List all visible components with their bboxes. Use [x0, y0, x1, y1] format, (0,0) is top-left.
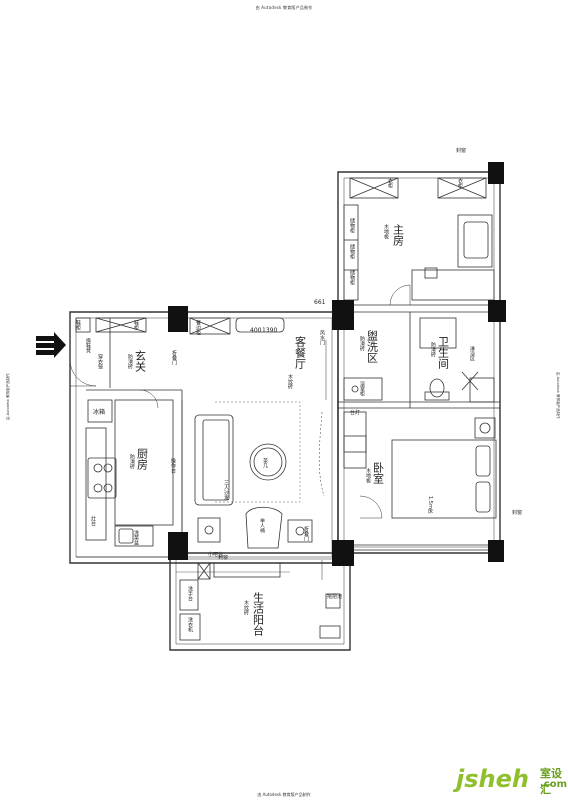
wardrobe-label-2: 衣柜 — [457, 177, 463, 189]
shoe-cabinet-label: 鞋柜 — [75, 319, 81, 331]
entrance-floor: 防滑砖 — [127, 353, 133, 370]
washer-label: 洗衣机 — [187, 616, 193, 633]
entry-arrow-icon — [36, 332, 66, 358]
dimension-1390: 1390 — [262, 327, 277, 334]
storage-label-1: 储物柜 — [349, 217, 355, 234]
desk-lamp-label: 台灯 — [350, 409, 360, 416]
living-dining-name: 客餐厅 — [294, 335, 307, 369]
watermark-brand: jsheh — [456, 765, 529, 793]
mop-basin-label: 拖把池 — [327, 593, 342, 600]
bed-label: 1.5m床 — [427, 496, 433, 515]
window-seal-label-3: 封窗 — [218, 554, 228, 561]
counter-label: 操作台 — [170, 457, 176, 474]
bathroom-floor: 防滑砖 — [430, 341, 436, 358]
dining-cabinet-label: 餐边柜 — [195, 319, 201, 336]
wall-balcony — [169, 552, 351, 651]
small-cabinet-label: 小吧台 — [208, 551, 223, 558]
balcony-name: 生活阳台 — [252, 591, 265, 636]
wash-basin-label: 洗菜盆 — [133, 529, 139, 545]
vanity-label: 浴室柜 — [359, 380, 365, 397]
kitchen-floor: 防滑砖 — [129, 453, 135, 470]
bedroom-name: 卧室 — [372, 462, 385, 484]
watermark-domain: .com — [540, 779, 568, 790]
shoe-cabinet-label-2: 鞋柜 — [133, 319, 139, 331]
storage-label-3: 储物柜 — [349, 269, 355, 286]
master-bedroom-floor: 木地板 — [383, 223, 389, 240]
wind-door-label: 风水门 — [319, 330, 325, 346]
shoe-rack-label: 换鞋凳 — [85, 337, 91, 354]
wash-area-floor: 防滑砖 — [359, 335, 365, 352]
header-note: 由 Autodesk 教育版产品制作 — [255, 5, 313, 10]
folding-door-label: 折叠门 — [171, 349, 177, 366]
site-watermark: jsheh 室设汇 .com — [456, 765, 568, 796]
stove-label: 灶台 — [90, 515, 96, 527]
fridge-label: 冰箱 — [93, 408, 105, 416]
dimension-661: 661 — [314, 299, 326, 306]
columns — [168, 162, 506, 566]
entrance-name: 玄关 — [134, 349, 147, 373]
coffee-table-label: 茶几 — [262, 457, 268, 469]
watermark-cn: 室设汇 — [540, 767, 562, 796]
bathroom-name: 卫生间 — [437, 336, 450, 370]
balcony-floor: 木纹砖 — [243, 599, 249, 616]
single-chair-label: 单人椅 — [259, 517, 265, 534]
storage-label-2: 储物柜 — [349, 243, 355, 260]
wardrobe-label-1: 衣柜 — [387, 177, 393, 189]
kitchen-name: 厨房 — [136, 448, 149, 471]
dimension-400: 400 — [250, 327, 262, 334]
folding-door-label-2: 折叠门 — [303, 525, 309, 542]
wash-basin-label-2: 洗手台 — [187, 585, 193, 602]
shower-label: 淋浴区 — [469, 345, 475, 361]
wash-area-name: 盥洗区 — [366, 330, 379, 363]
footer-note: 由 Autodesk 教育版产品制作 — [257, 792, 311, 797]
bedroom-floor: 木地板 — [365, 467, 371, 484]
wear-mirror-label: 穿衣镜 — [97, 353, 103, 370]
master-bedroom-name: 主房 — [392, 224, 405, 247]
window-seal-label-2: 封窗 — [512, 509, 522, 516]
living-dining-floor: 木纹砖 — [287, 373, 293, 390]
window-seal-label-1: 封窗 — [456, 147, 466, 154]
sofa-label: 三人沙发 — [223, 480, 229, 501]
